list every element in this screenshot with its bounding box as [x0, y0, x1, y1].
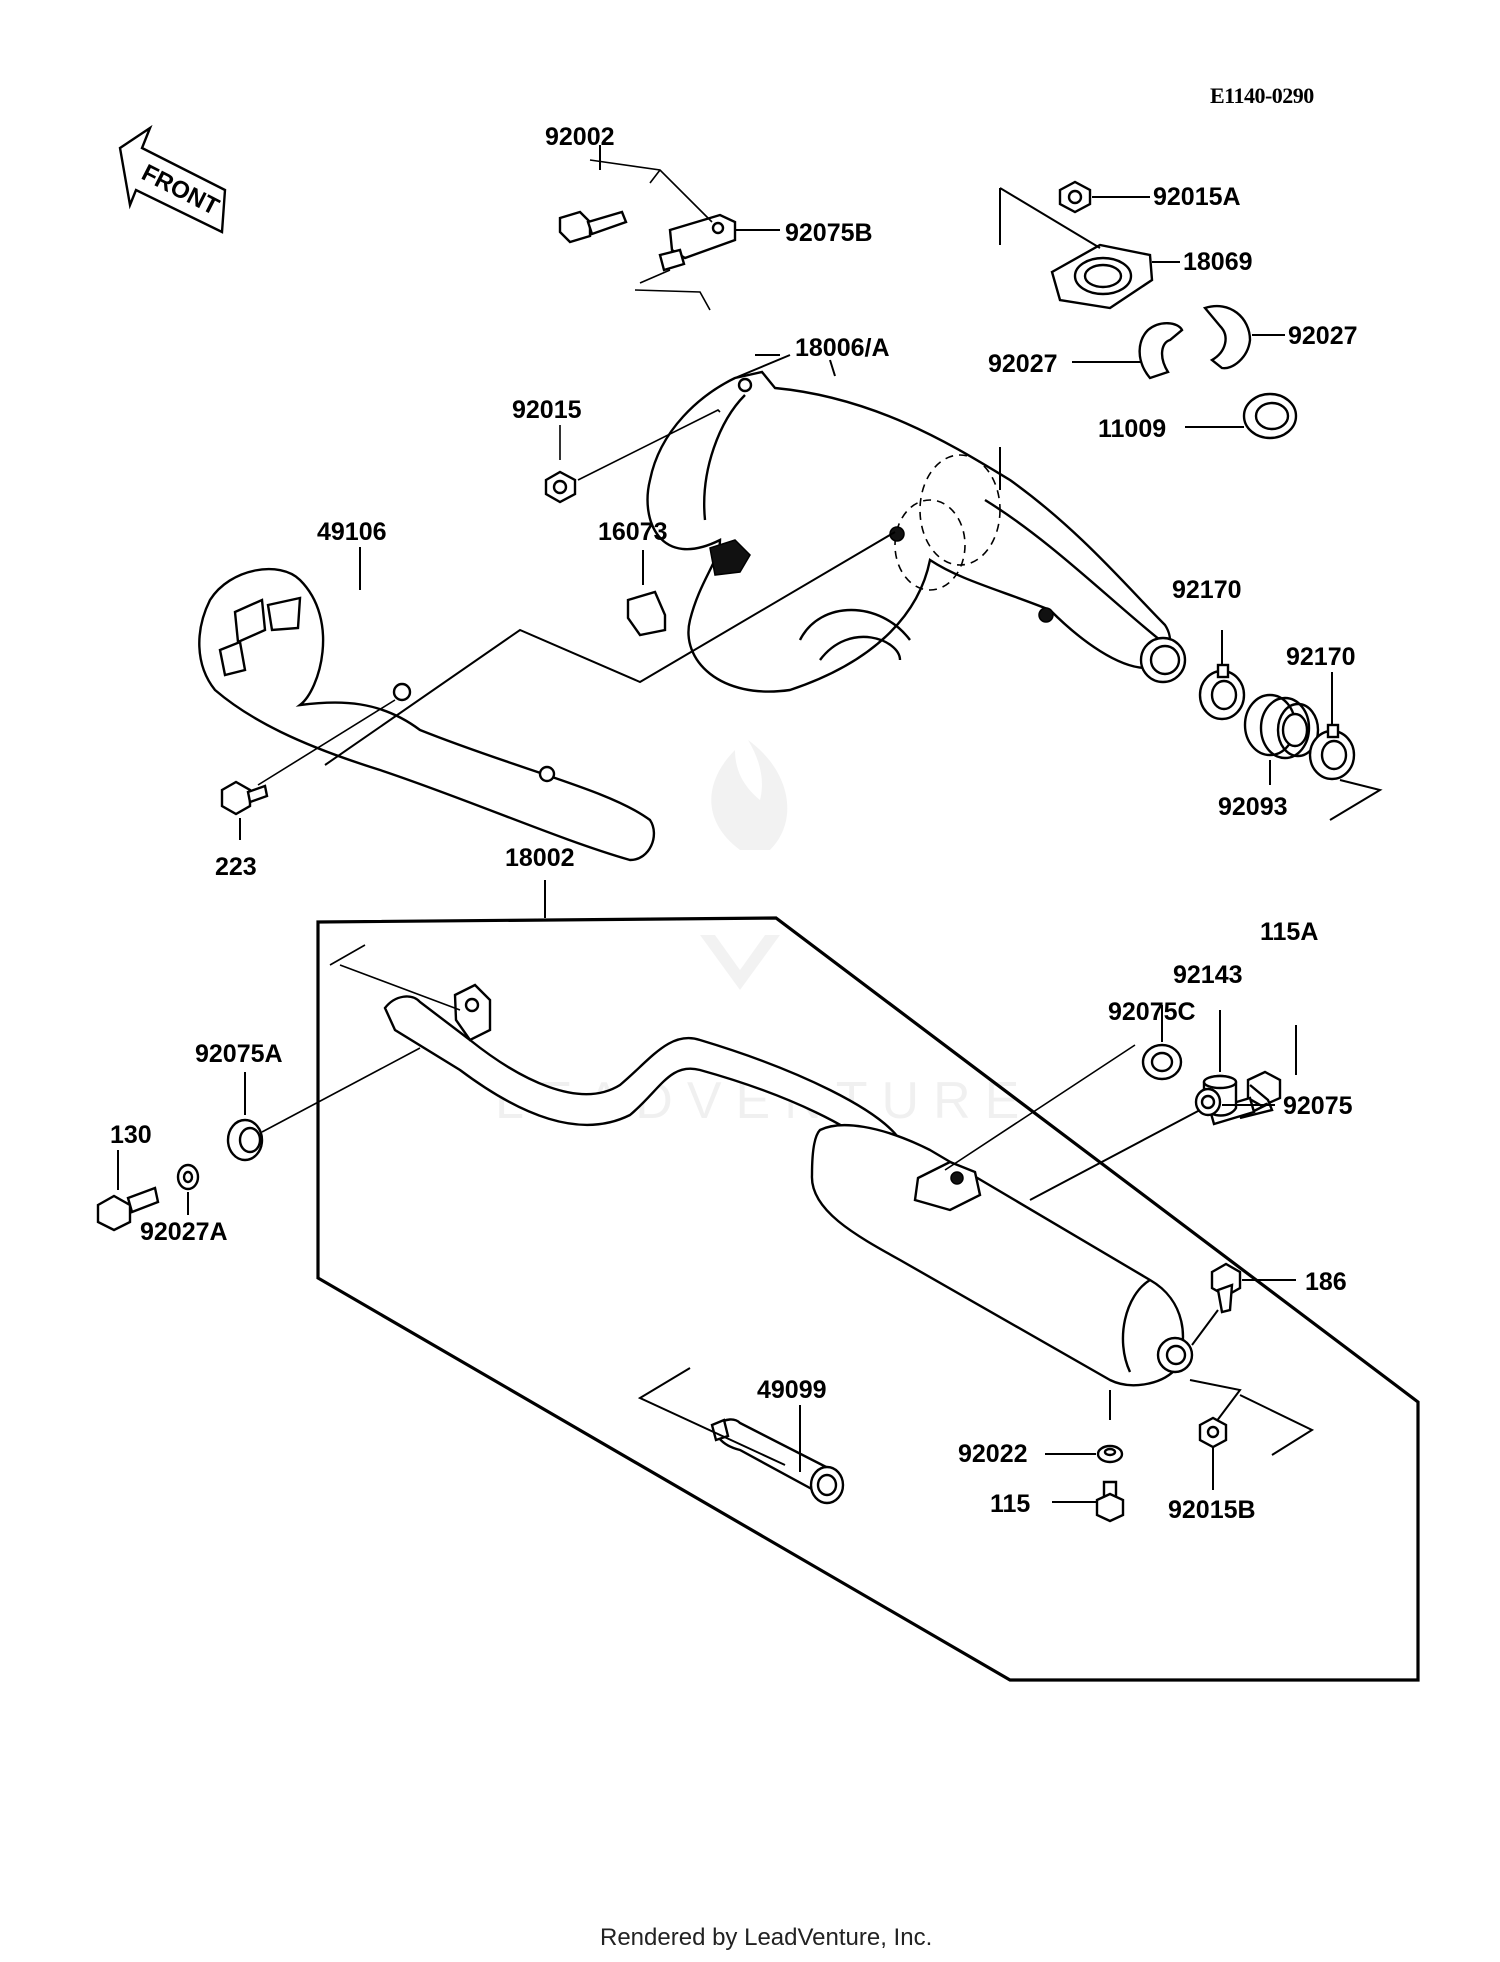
- part-92075C-grommet: [1141, 1043, 1183, 1081]
- label-186: 186: [1305, 1268, 1347, 1296]
- part-92027A-washer: [176, 1163, 200, 1191]
- part-92002-bolt: [558, 210, 628, 244]
- label-92027-right: 92027: [1288, 322, 1358, 350]
- label-49099: 49099: [757, 1376, 827, 1404]
- part-49106-heat-guard: [198, 567, 656, 862]
- label-130: 130: [110, 1121, 152, 1149]
- part-11009-gasket: [1242, 392, 1298, 440]
- muffler-assembly-frame: [316, 916, 1420, 1682]
- part-18006A-expansion-chamber: [646, 370, 1187, 693]
- leader-92075B: [599, 145, 780, 231]
- label-92027-left: 92027: [988, 350, 1058, 378]
- label-18069: 18069: [1183, 248, 1253, 276]
- label-49106: 49106: [317, 518, 387, 546]
- leader-92015B-dash: [1239, 1394, 1315, 1456]
- part-18002-muffler: [383, 983, 1194, 1387]
- label-18002: 18002: [505, 844, 575, 872]
- part-92170-clamp-a: [1198, 663, 1246, 721]
- part-18069-flange: [1050, 243, 1154, 310]
- leaders-18002-dashed: [329, 944, 1136, 1171]
- diagram-code: E1140-0290: [1210, 83, 1314, 108]
- leader-186: [1189, 1279, 1296, 1431]
- label-92075: 92075: [1283, 1092, 1353, 1120]
- front-arrow-icon: FRONT: [118, 124, 227, 234]
- leader-49099: [637, 1367, 801, 1472]
- part-92170-clamp-b: [1308, 723, 1356, 781]
- part-92075B-clamp: [658, 213, 737, 272]
- label-115: 115: [990, 1490, 1030, 1518]
- leaders-muffler: [1029, 1109, 1201, 1420]
- leaders-92027: [1072, 334, 1285, 363]
- part-16073-damper: [626, 539, 751, 637]
- leaders-18006A: [734, 354, 1001, 490]
- label-16073: 16073: [598, 518, 668, 546]
- part-130-bolt: [96, 1186, 160, 1232]
- footer-credit: Rendered by LeadVenture, Inc.: [600, 1924, 932, 1951]
- leaders-18069: [999, 187, 1180, 263]
- part-92022-washer: [1096, 1444, 1124, 1464]
- part-92093-sleeve: [1243, 693, 1320, 760]
- label-92022: 92022: [958, 1440, 1028, 1468]
- label-92170-b: 92170: [1286, 643, 1356, 671]
- leader-223-dash: [257, 699, 396, 786]
- leader-92015: [559, 409, 721, 481]
- part-49099-spark-arrestor: [710, 1418, 845, 1505]
- leaders-49106: [324, 531, 896, 766]
- label-92015: 92015: [512, 396, 582, 424]
- label-115A: 115A: [1260, 918, 1318, 946]
- label-92170-a: 92170: [1172, 576, 1242, 604]
- part-186-bolt: [1210, 1262, 1242, 1314]
- label-18006A: 18006/A: [795, 334, 890, 362]
- label-92093: 92093: [1218, 793, 1288, 821]
- part-92075A-grommet: [226, 1118, 264, 1162]
- label-92015B: 92015B: [1168, 1496, 1256, 1524]
- label-92075A: 92075A: [195, 1040, 283, 1068]
- label-92075C: 92075C: [1108, 998, 1196, 1026]
- leader-92002: [589, 159, 713, 311]
- leaders-92170: [1221, 630, 1383, 821]
- label-223: 223: [215, 853, 257, 881]
- part-115-bolt: [1095, 1480, 1125, 1523]
- part-92015A-nut: [1058, 180, 1092, 214]
- label-92002: 92002: [545, 123, 615, 151]
- part-92027-collar-left: [1138, 322, 1184, 380]
- part-92027-collar-right: [1202, 305, 1252, 370]
- label-11009: 11009: [1098, 415, 1166, 443]
- label-92075B: 92075B: [785, 219, 873, 247]
- part-92015B-nut: [1198, 1416, 1228, 1449]
- part-92075-grommet: [1194, 1087, 1222, 1117]
- part-223-bolt: [220, 780, 269, 816]
- label-92027A: 92027A: [140, 1218, 228, 1246]
- leader-92075A-dash: [261, 1047, 421, 1133]
- part-92015-nut: [544, 470, 577, 504]
- label-92143: 92143: [1173, 961, 1243, 989]
- label-92015A: 92015A: [1153, 183, 1241, 211]
